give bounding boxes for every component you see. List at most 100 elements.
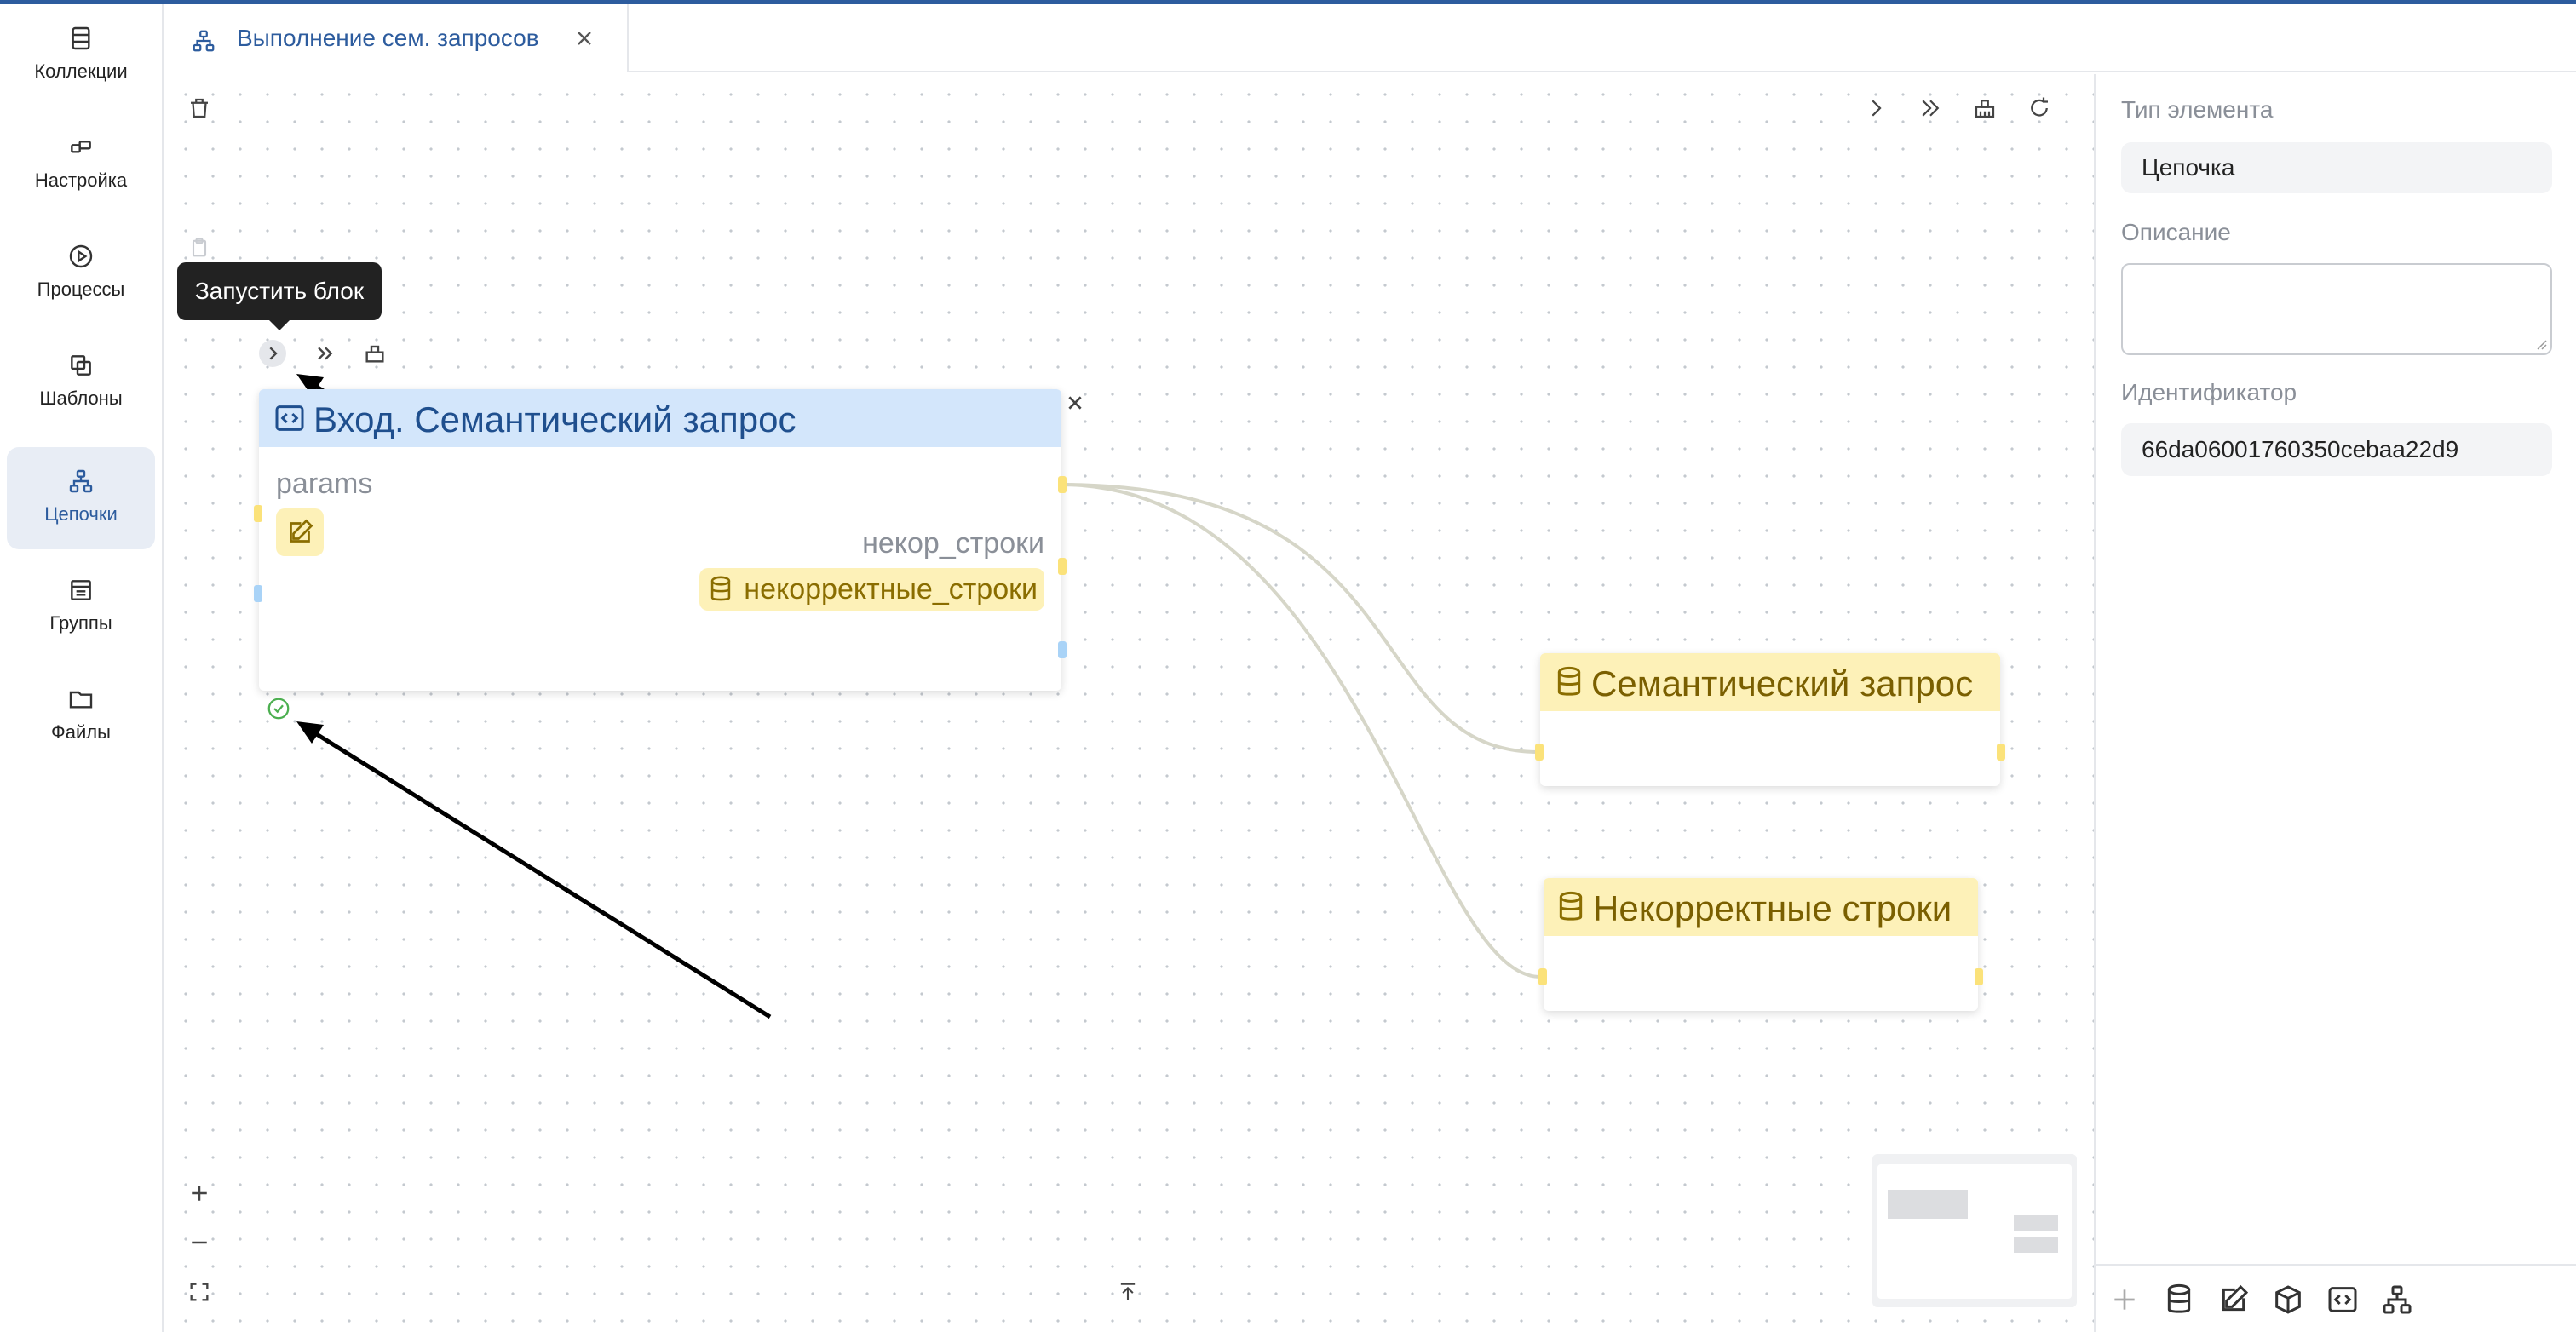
zoom-out-button[interactable] bbox=[182, 1226, 216, 1260]
scroll-top-button[interactable] bbox=[1111, 1275, 1145, 1309]
delete-button[interactable] bbox=[182, 91, 216, 125]
output-handle[interactable] bbox=[1997, 744, 2005, 761]
sidebar-item-label: Настройка bbox=[34, 169, 128, 191]
resize-handle-icon[interactable] bbox=[2535, 338, 2547, 350]
database-icon bbox=[1559, 891, 1583, 921]
close-icon[interactable] bbox=[572, 26, 596, 50]
annotation-arrow-head bbox=[296, 374, 324, 396]
success-check-icon bbox=[267, 698, 290, 720]
minimap[interactable] bbox=[1872, 1154, 2077, 1307]
id-field[interactable]: 66da06001760350cebaa22d9 bbox=[2121, 423, 2552, 476]
node-semantic-query[interactable]: Семантический запрос bbox=[1535, 653, 2005, 786]
sidebar-item-label: Коллекции bbox=[34, 60, 128, 82]
input-handle[interactable] bbox=[254, 585, 262, 602]
sidebar-item-chains[interactable]: Цепочки bbox=[7, 447, 155, 549]
chain-canvas[interactable]: Запустить блок Вход. Семантический запро… bbox=[165, 74, 2094, 1332]
reset-button[interactable] bbox=[2022, 91, 2056, 125]
minimap-node bbox=[2014, 1237, 2058, 1253]
sidebar-item-settings[interactable]: Настройка bbox=[7, 113, 155, 215]
minimap-node bbox=[1888, 1190, 1968, 1219]
annotation-arrow-head bbox=[296, 721, 324, 744]
annotation-arrow bbox=[300, 722, 772, 1019]
output-handle[interactable] bbox=[1058, 476, 1067, 493]
sidebar-item-groups[interactable]: Группы bbox=[7, 556, 155, 658]
arrow-up-to-line-icon bbox=[1120, 1283, 1136, 1300]
param-label: params bbox=[276, 468, 373, 500]
plus-icon[interactable] bbox=[2107, 1283, 2142, 1317]
edge-to-semantic-query bbox=[1061, 483, 1539, 754]
type-field: Цепочка bbox=[2121, 142, 2552, 193]
node-close-button[interactable] bbox=[1061, 389, 1089, 421]
database-icon bbox=[711, 576, 731, 601]
run-block-button[interactable] bbox=[259, 340, 286, 367]
chains-icon[interactable] bbox=[2380, 1283, 2414, 1317]
chevron-right-icon bbox=[269, 347, 278, 360]
node-title: Некорректные строки bbox=[1593, 888, 1952, 928]
run-button[interactable] bbox=[1859, 91, 1893, 125]
id-value: 66da06001760350cebaa22d9 bbox=[2142, 436, 2459, 462]
sidebar-item-label: Файлы bbox=[51, 721, 111, 743]
double-chevron-right-icon bbox=[318, 347, 333, 360]
description-label: Описание bbox=[2121, 219, 2231, 245]
node-header: Семантический запрос bbox=[1540, 653, 2000, 711]
input-handle[interactable] bbox=[1538, 968, 1547, 985]
trash-icon bbox=[191, 98, 208, 118]
output-handle[interactable] bbox=[1975, 968, 1983, 985]
tab-label: Выполнение сем. запросов bbox=[237, 25, 539, 51]
node-title: Семантический запрос bbox=[1591, 663, 1974, 703]
sidebar: Коллекции Настройка Процессы Шаблоны Цеп… bbox=[0, 4, 164, 1332]
clean-block-button[interactable] bbox=[361, 340, 388, 371]
collections-icon bbox=[72, 26, 90, 50]
minimap-node bbox=[2014, 1215, 2058, 1231]
paste-button[interactable] bbox=[182, 231, 216, 265]
sidebar-item-files[interactable]: Файлы bbox=[7, 665, 155, 767]
fit-view-button[interactable] bbox=[182, 1275, 216, 1309]
run-all-button[interactable] bbox=[1913, 91, 1947, 125]
chains-icon bbox=[193, 30, 215, 52]
edit-icon[interactable] bbox=[2217, 1283, 2251, 1317]
type-value: Цепочка bbox=[2142, 154, 2235, 181]
node-invalid-rows[interactable]: Некорректные строки bbox=[1538, 878, 1983, 1011]
chevron-right-icon bbox=[1872, 100, 1882, 117]
run-from-block-button[interactable] bbox=[312, 340, 339, 371]
cube-icon[interactable] bbox=[2271, 1283, 2305, 1317]
edge-to-invalid-rows bbox=[1061, 483, 1541, 979]
database-icon bbox=[1557, 666, 1581, 696]
input-handle[interactable] bbox=[1535, 744, 1544, 761]
properties-panel: Тип элемента Цепочка Описание Идентифика… bbox=[2094, 74, 2576, 1332]
sidebar-item-templates[interactable]: Шаблоны bbox=[7, 331, 155, 433]
tab-chain-execution[interactable]: Выполнение сем. запросов bbox=[165, 4, 629, 72]
output-chip[interactable]: некорректные_строки bbox=[699, 568, 1044, 611]
settings-icon bbox=[71, 141, 91, 153]
output-handle[interactable] bbox=[1058, 641, 1067, 658]
top-accent-bar bbox=[0, 0, 2576, 4]
clean-button[interactable] bbox=[1968, 91, 2002, 125]
sidebar-item-processes[interactable]: Процессы bbox=[7, 222, 155, 324]
database-icon[interactable] bbox=[2162, 1283, 2196, 1317]
double-chevron-right-icon bbox=[1922, 100, 1940, 117]
sidebar-item-label: Процессы bbox=[37, 278, 125, 300]
sidebar-item-label: Цепочки bbox=[44, 503, 118, 525]
broom-icon bbox=[1975, 100, 1995, 118]
processes-icon bbox=[69, 244, 93, 268]
folder-icon bbox=[69, 691, 93, 709]
output-label: некор_строки bbox=[862, 527, 1044, 560]
node-header: Вход. Семантический запрос bbox=[259, 389, 1061, 447]
code-icon[interactable] bbox=[2326, 1283, 2360, 1317]
node-header: Некорректные строки bbox=[1544, 878, 1978, 936]
output-handle[interactable] bbox=[1058, 558, 1067, 575]
node-input-semantic-query[interactable]: Вход. Семантический запрос params некор_… bbox=[254, 389, 1067, 691]
sidebar-item-collections[interactable]: Коллекции bbox=[7, 4, 155, 106]
minimap-viewport bbox=[1877, 1164, 2072, 1299]
templates-icon bbox=[71, 355, 91, 376]
zoom-in-button[interactable] bbox=[182, 1176, 216, 1210]
node-palette bbox=[2096, 1264, 2576, 1332]
output-chip-label: некорректные_строки bbox=[744, 573, 1038, 606]
code-icon bbox=[275, 405, 304, 431]
tooltip: Запустить блок bbox=[177, 262, 382, 330]
description-textarea[interactable] bbox=[2121, 263, 2552, 355]
input-handle[interactable] bbox=[254, 505, 262, 522]
id-label: Идентификатор bbox=[2121, 379, 2297, 405]
edit-params-button[interactable] bbox=[276, 508, 324, 556]
plus-icon bbox=[192, 1186, 207, 1201]
